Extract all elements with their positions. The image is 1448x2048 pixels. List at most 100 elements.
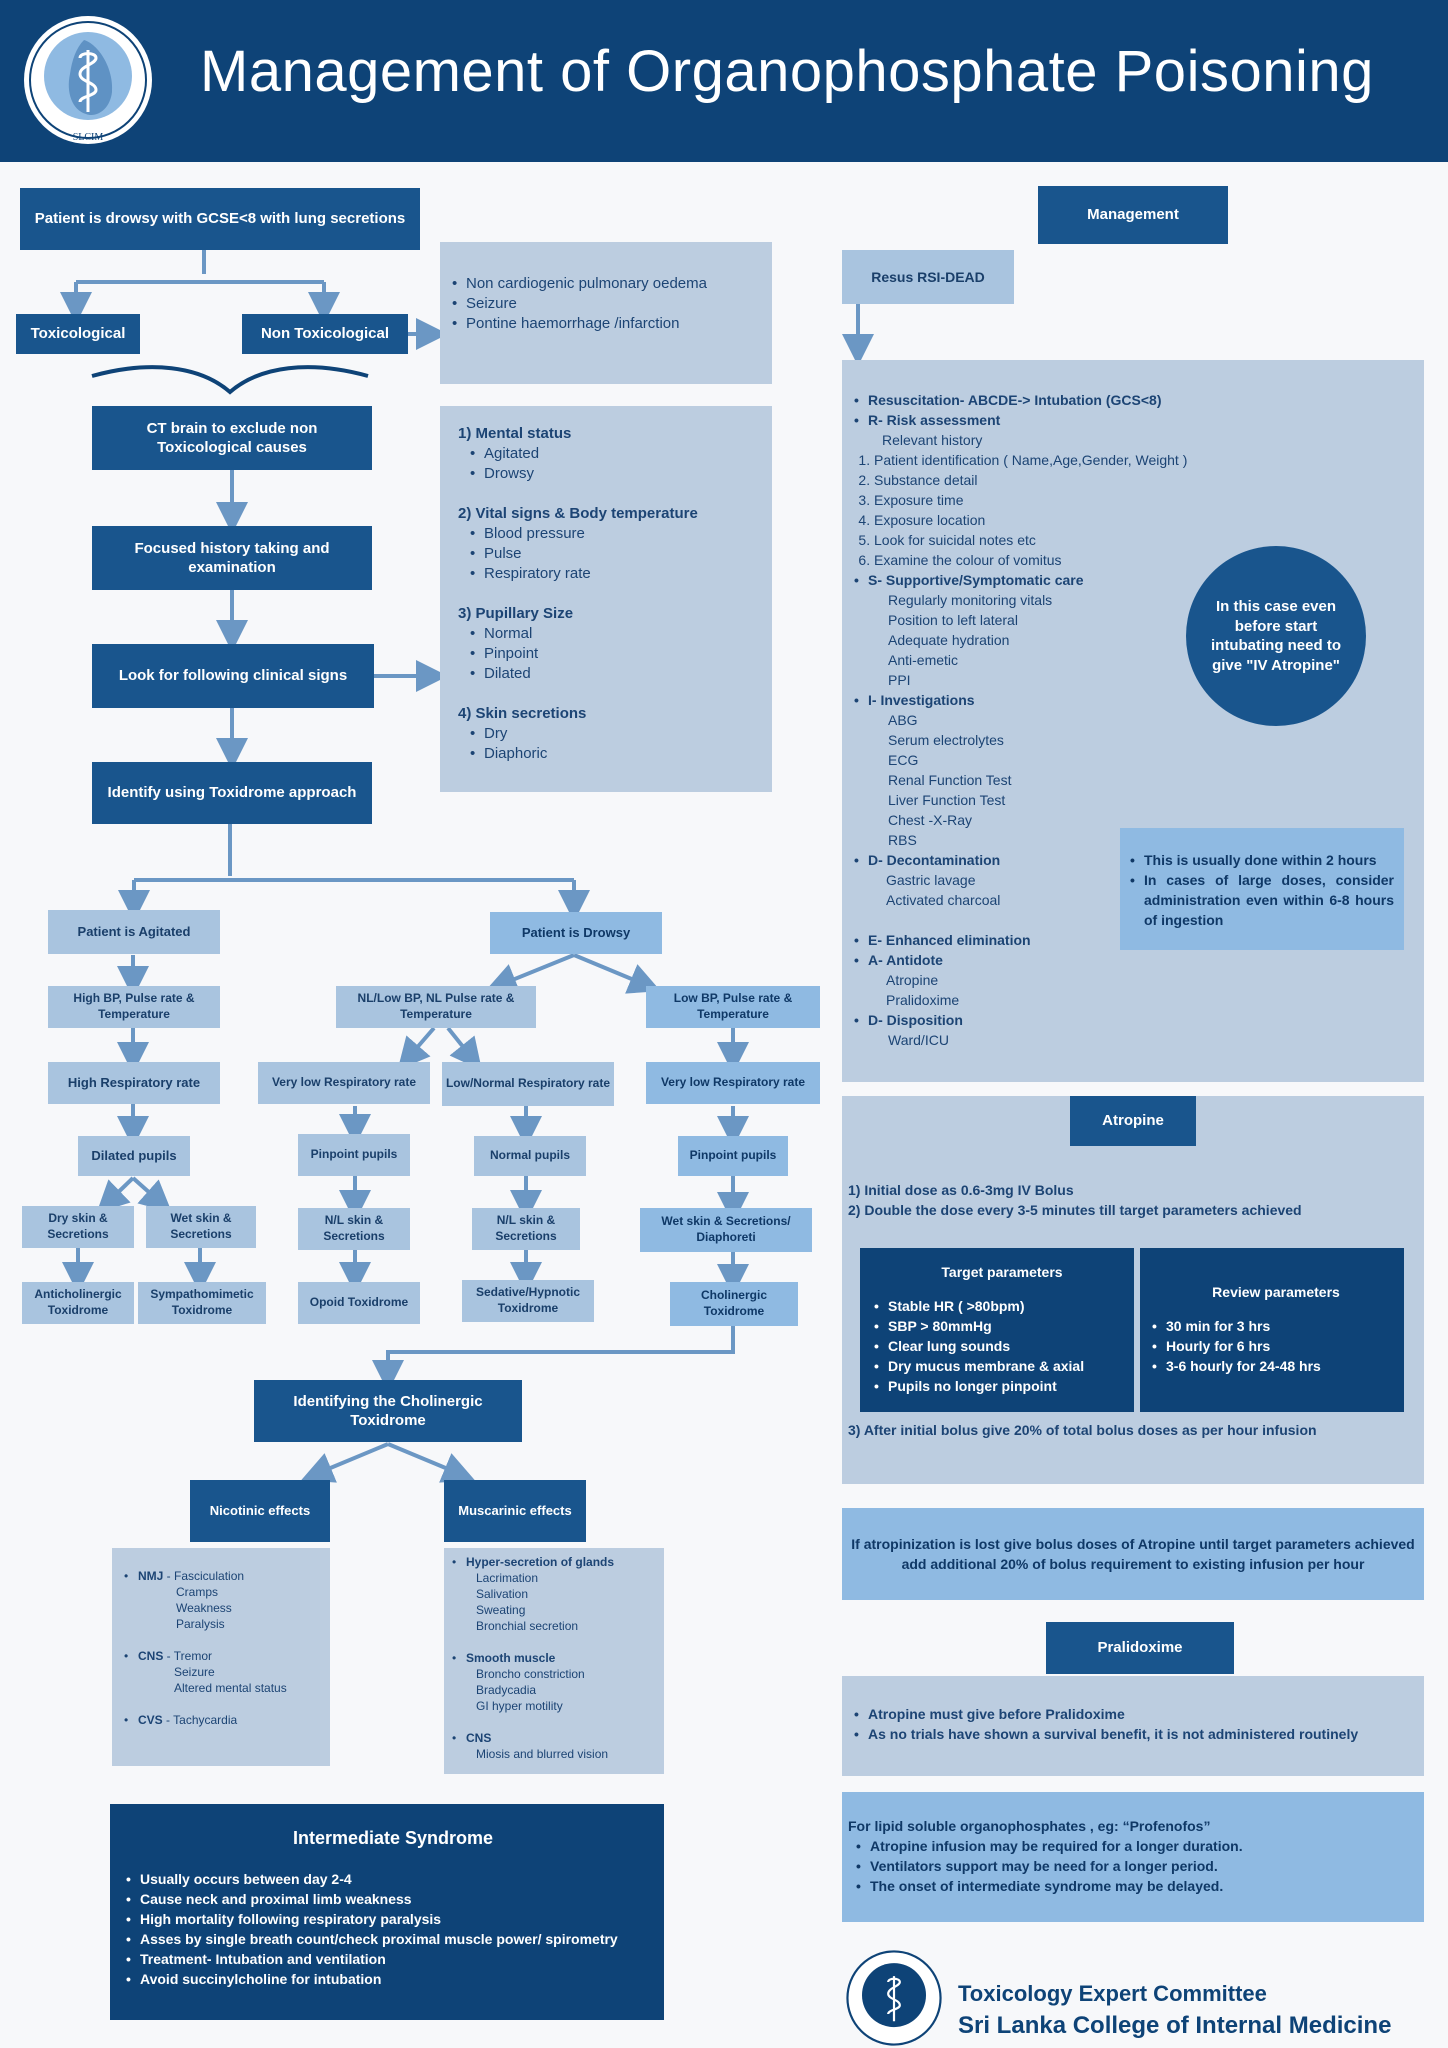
resus-box: Resus RSI-DEAD xyxy=(842,250,1014,304)
nicotinic-item: CNS - Tremor Seizure Altered mental stat… xyxy=(120,1648,330,1696)
sign-item: Blood pressure xyxy=(466,524,772,544)
supportive-list: Regularly monitoring vitals Position to … xyxy=(850,590,1424,690)
sign-item: Pulse xyxy=(466,544,772,564)
supportive-item: Adequate hydration xyxy=(888,632,1010,648)
atropinization-note: If atropinization is lost give bolus dos… xyxy=(842,1508,1424,1600)
antidote-item: Atropine xyxy=(886,972,939,988)
footer-text: Toxicology Expert Committee Sri Lanka Co… xyxy=(958,1978,1391,2042)
non-toxicological-box: Non Toxicological xyxy=(242,314,408,354)
pinpoint-pupils-box-1: Pinpoint pupils xyxy=(298,1134,410,1176)
atropine-line2: 2) Double the dose every 3-5 minutes til… xyxy=(848,1202,1302,1218)
management-title-box: Management xyxy=(1038,186,1228,244)
muscarinic-sub: Lacrimation xyxy=(476,1571,539,1585)
lipid-item: Atropine infusion may be required for a … xyxy=(852,1836,1424,1856)
cause-item: Non cardiogenic pulmonary oedema xyxy=(448,274,772,294)
nicotinic-first: Tachycardia xyxy=(173,1713,238,1727)
pinpoint-pupils-box-2: Pinpoint pupils xyxy=(678,1136,788,1176)
muscarinic-item: Smooth muscle Broncho constriction Brady… xyxy=(448,1650,664,1714)
review-parameters-panel: Review parameters 30 min for 3 hrs Hourl… xyxy=(1140,1248,1404,1412)
footer-line2: Sri Lanka College of Internal Medicine xyxy=(958,2012,1392,2039)
decon-item: Gastric lavage xyxy=(886,872,976,888)
investigation-item: Serum electrolytes xyxy=(888,732,1004,748)
signs-group: 3) Pupillary Size NormalPinpointDilated xyxy=(458,604,772,684)
nicotinic-sub: Paralysis xyxy=(176,1617,225,1631)
investigation-item: RBS xyxy=(888,832,917,848)
nicotinic-box: Nicotinic effects xyxy=(190,1480,330,1542)
nl-skin-box-1: N/L skin & Secretions xyxy=(298,1208,410,1250)
nicotinic-item: CVS - Tachycardia xyxy=(120,1712,330,1728)
target-item: Clear lung sounds xyxy=(870,1336,1134,1356)
signs-head: 4) Skin secretions xyxy=(458,705,587,722)
target-parameters-panel: Target parameters Stable HR ( >80bpm) SB… xyxy=(860,1248,1134,1412)
muscarinic-sub: Salivation xyxy=(476,1587,529,1601)
sign-item: Pinpoint xyxy=(466,644,772,664)
ct-brain-box: CT brain to exclude non Toxicological ca… xyxy=(92,406,372,470)
wet-secretions-box: Wet skin & Secretions/ Diaphoreti xyxy=(640,1208,812,1252)
lipid-item: Ventilators support may be need for a lo… xyxy=(852,1856,1424,1876)
muscarinic-sub: Bradycadia xyxy=(476,1683,537,1697)
sign-item: Diaphoric xyxy=(466,744,772,764)
nicotinic-key: NMJ xyxy=(138,1569,164,1583)
intermediate-syndrome-panel: Intermediate Syndrome Usually occurs bet… xyxy=(110,1804,664,2020)
risk-item: Exposure time xyxy=(874,490,1424,510)
decon-list: Gastric lavage Activated charcoal xyxy=(850,870,1424,910)
drowsy-nl-vitals-box: NL/Low BP, NL Pulse rate & Temperature xyxy=(336,986,536,1028)
muscarinic-sub: GI hyper motility xyxy=(476,1699,563,1713)
antidote-list: Atropine Pralidoxime xyxy=(850,970,1424,1010)
cause-item: Seizure xyxy=(448,294,772,314)
sign-item: Drowsy xyxy=(466,464,772,484)
sedative-box: Sedative/Hypnotic Toxidrome xyxy=(462,1280,594,1322)
sign-item: Agitated xyxy=(466,444,772,464)
risk-item: Look for suicidal notes etc xyxy=(874,530,1424,550)
muscarinic-sub: Bronchial secretion xyxy=(476,1619,579,1633)
muscarinic-sub: Broncho constriction xyxy=(476,1667,585,1681)
atropine-line1: 1) Initial dose as 0.6-3mg IV Bolus xyxy=(848,1182,1074,1198)
supportive-item: PPI xyxy=(888,672,911,688)
signs-group: 4) Skin secretions DryDiaphoric xyxy=(458,704,772,764)
slcim-logo: SLCIM xyxy=(24,16,152,144)
drowsy-box: Patient is Drowsy xyxy=(490,912,662,954)
nicotinic-item: NMJ - Fasciculation Cramps Weakness Para… xyxy=(120,1568,330,1632)
nicotinic-key: CNS xyxy=(138,1649,164,1663)
nicotinic-sub: Weakness xyxy=(176,1601,232,1615)
iv-atropine-circle: In this case even before start intubatin… xyxy=(1186,546,1366,726)
review-title: Review parameters xyxy=(1212,1284,1340,1300)
mgmt-resuscitation: Resuscitation- ABCDE-> Intubation (GCS<8… xyxy=(850,390,1424,410)
signs-head: 2) Vital signs & Body temperature xyxy=(458,505,698,522)
cause-item: Pontine haemorrhage /infarction xyxy=(448,314,772,334)
muscarinic-box: Muscarinic effects xyxy=(444,1480,586,1542)
target-title: Target parameters xyxy=(941,1264,1063,1280)
page-title: Management of Organophosphate Poisoning xyxy=(200,39,1374,104)
signs-group: 2) Vital signs & Body temperature Blood … xyxy=(458,504,772,584)
pralidoxime-item: Atropine must give before Pralidoxime xyxy=(850,1704,1424,1724)
opioid-box: Opoid Toxidrome xyxy=(298,1282,420,1324)
cholinergic-box: Cholinergic Toxidrome xyxy=(670,1282,798,1326)
muscarinic-key: Hyper-secretion of glands xyxy=(466,1555,615,1569)
muscarinic-item: Hyper-secretion of glands Lacrimation Sa… xyxy=(448,1554,664,1634)
wet-skin-box: Wet skin & Secretions xyxy=(146,1206,256,1248)
toxidrome-approach-box: Identify using Toxidrome approach xyxy=(92,762,372,824)
atropine-title: Atropine xyxy=(1070,1096,1196,1146)
sympathomimetic-box: Sympathomimetic Toxidrome xyxy=(138,1282,266,1324)
investigation-list: ABG Serum electrolytes ECG Renal Functio… xyxy=(850,710,1424,850)
very-low-resp-box-1: Very low Respiratory rate xyxy=(258,1062,430,1104)
dilated-pupils-box: Dilated pupils xyxy=(78,1136,190,1176)
low-normal-resp-box: Low/Normal Respiratory rate xyxy=(442,1062,614,1106)
pralidoxime-title: Pralidoxime xyxy=(1046,1622,1234,1674)
nicotinic-first: Tremor xyxy=(173,1649,213,1663)
lipid-head: For lipid soluble organophosphates , eg:… xyxy=(848,1818,1211,1834)
nl-skin-box-2: N/L skin & Secretions xyxy=(472,1208,580,1250)
pralidoxime-panel: Atropine must give before Pralidoxime As… xyxy=(842,1676,1424,1776)
dry-skin-box: Dry skin & Secretions xyxy=(22,1206,134,1248)
nicotinic-sub: Altered mental status xyxy=(174,1681,287,1695)
intermediate-item: Cause neck and proximal limb weakness xyxy=(122,1889,664,1909)
history-box: Focused history taking and examination xyxy=(92,526,372,590)
anticholinergic-box: Anticholinergic Toxidrome xyxy=(22,1282,134,1324)
mgmt-decontamination: D- Decontamination xyxy=(850,850,1424,870)
header-banner: SLCIM Management of Organophosphate Pois… xyxy=(0,0,1448,162)
mgmt-antidote: A- Antidote xyxy=(850,950,1424,970)
risk-item: Examine the colour of vomitus xyxy=(874,550,1424,570)
intermediate-title: Intermediate Syndrome xyxy=(292,1828,494,1848)
muscarinic-sub: Miosis and blurred vision xyxy=(476,1747,609,1761)
